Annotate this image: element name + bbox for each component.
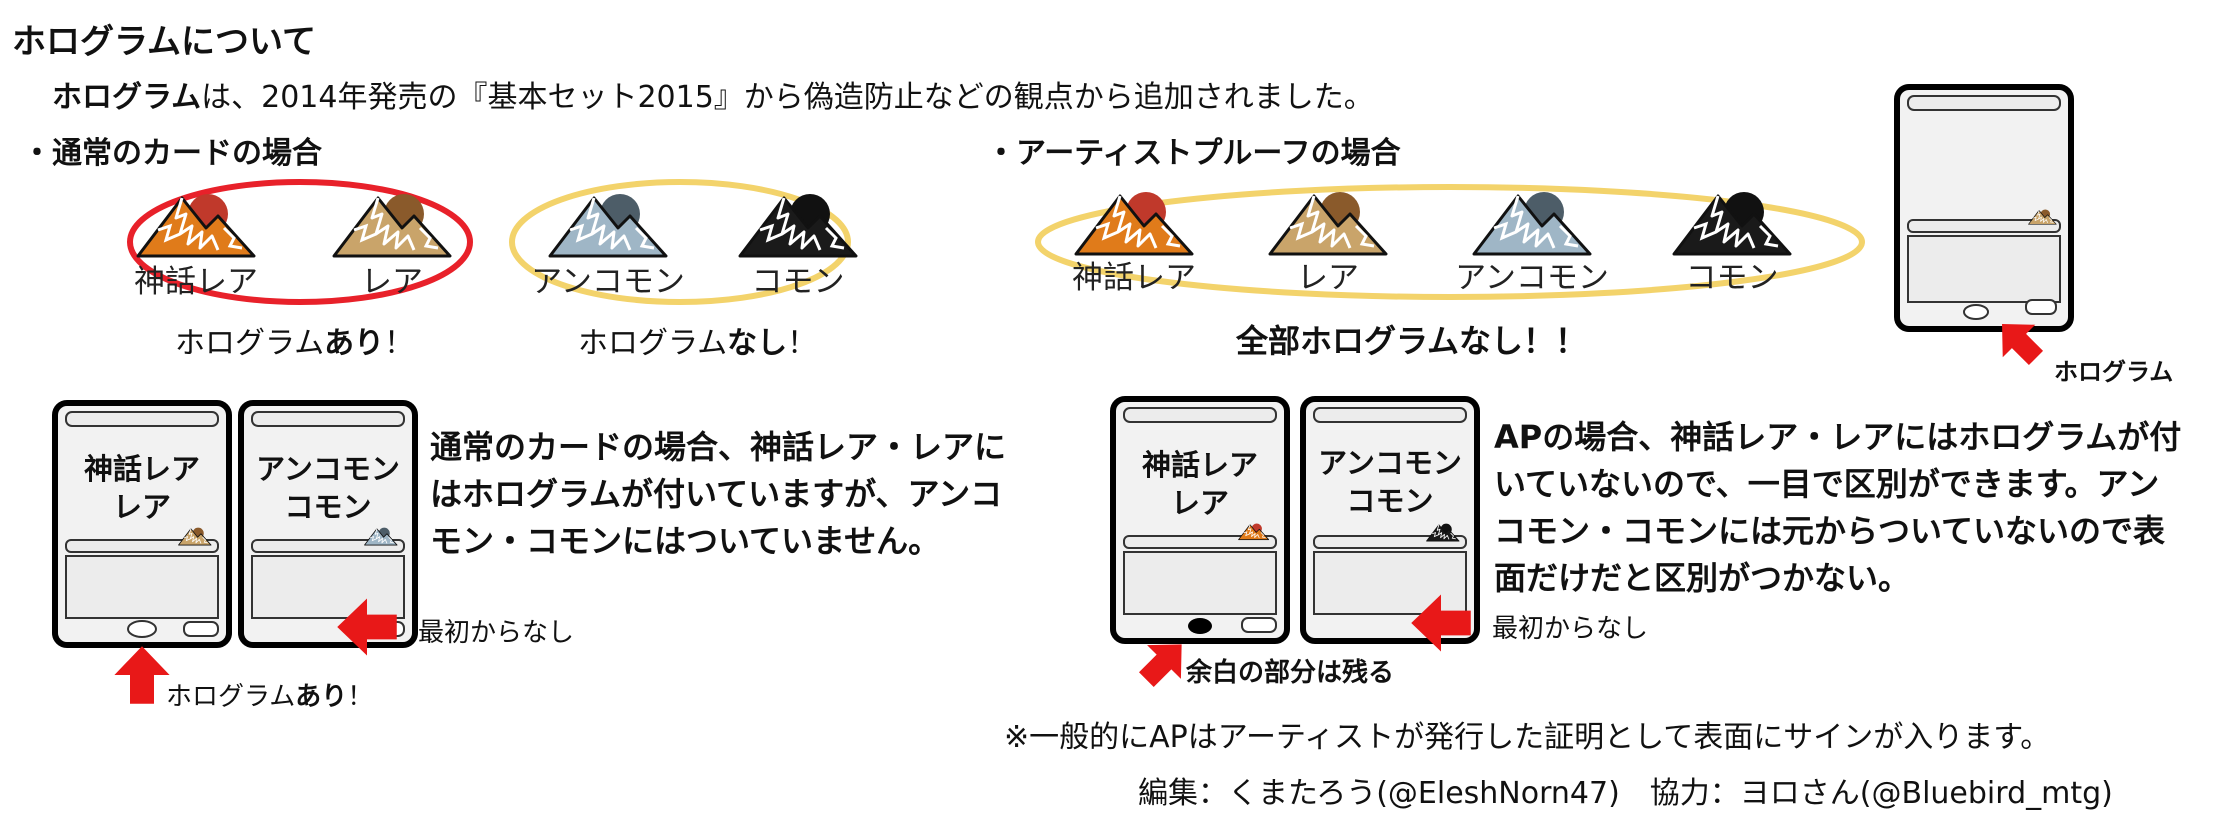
ap-mythic-icon: [1074, 186, 1194, 256]
intro-text: ホログラムは、2014年発売の『基本セット2015』から偽造防止などの観点から追…: [52, 72, 1374, 116]
ap-arrow-left-icon: [1411, 594, 1471, 652]
ap-description: APの場合、神話レア・レアにはホログラムが付いていないので、一目で区別ができます…: [1494, 418, 2182, 597]
mythic-icon: [136, 188, 256, 258]
normal-heading: ・通常のカードの場合: [22, 136, 322, 171]
ap-rarity-label-common: コモン: [1685, 260, 1779, 296]
intro-rest: は、2014年発売の『基本セット2015』から偽造防止などの観点から追加されまし…: [201, 80, 1374, 115]
arrow-up-icon: [112, 640, 172, 710]
note: ※一般的にAPはアーティストが発行した証明として表面にサインが入ります。: [1004, 720, 2051, 755]
ap-rare-icon: [1268, 186, 1388, 256]
blank-label: 余白の部分は残る: [1186, 658, 1395, 688]
ap-caption: 全部ホログラムなし！！: [1236, 322, 1588, 360]
yellow-ellipse: [509, 179, 851, 305]
ap-card2-text: アンコモンコモン: [1318, 446, 1462, 518]
rare-icon: [332, 188, 452, 258]
group2-caption: ホログラムなし！: [578, 326, 818, 361]
holo-stamp: [127, 620, 157, 638]
normal-card-uncommon-common: [238, 400, 418, 648]
yellow-ellipse-wide: [1035, 184, 1865, 300]
holo-label: ホログラムあり！: [166, 682, 374, 712]
credits: 編集：くまたろう(@EleshNorn47) 協力：ヨロさん(@Bluebird…: [1138, 776, 2113, 811]
red-ellipse: [127, 179, 473, 305]
diagram-card: [1894, 84, 2074, 332]
ap-rarity-label-uncommon: アンコモン: [1455, 260, 1609, 296]
normal-card-mythic-rare: [52, 400, 232, 648]
page-title: ホログラムについて: [12, 22, 316, 62]
ap-uncommon-icon: [1472, 186, 1592, 256]
diagram-holo-label: ホログラム: [2054, 358, 2174, 386]
holo-stamp: [1963, 304, 1989, 320]
ap-card1-text: 神話レアレア: [1141, 448, 1258, 520]
card1-text: 神話レアレア: [83, 452, 200, 524]
common-icon: [738, 188, 858, 258]
blank-stamp: [1188, 618, 1212, 634]
arrow-left-icon: [337, 598, 397, 656]
ap-ellipse: [1035, 184, 1865, 300]
card2-text: アンコモンコモン: [256, 452, 400, 524]
ap-heading: ・アーティストプルーフの場合: [986, 136, 1401, 171]
ap-rarity-label-mythic: 神話レア: [1072, 260, 1196, 296]
rarity-label-common: コモン: [751, 264, 845, 300]
rarity-label-uncommon: アンコモン: [531, 264, 685, 300]
ap-card-mythic-rare: [1110, 396, 1290, 644]
ap-rarity-label-rare: レア: [1297, 260, 1359, 296]
ap-common-icon: [1672, 186, 1792, 256]
rarity-label-mythic: 神話レア: [134, 264, 258, 300]
rarity-label-rare: レア: [361, 264, 423, 300]
uncommon-icon: [548, 188, 668, 258]
normal-ellipses: [127, 179, 851, 305]
intro-bold: ホログラム: [52, 80, 202, 115]
normal-description: 通常のカードの場合、神話レア・レアにはホログラムが付いていますが、アンコモン・コ…: [430, 428, 1007, 560]
none-label-normal: 最初からなし: [418, 618, 575, 648]
none-label-ap: 最初からなし: [1492, 614, 1649, 644]
group1-caption: ホログラムあり！: [175, 326, 415, 361]
arrow-diag-icon: [1985, 307, 2053, 375]
